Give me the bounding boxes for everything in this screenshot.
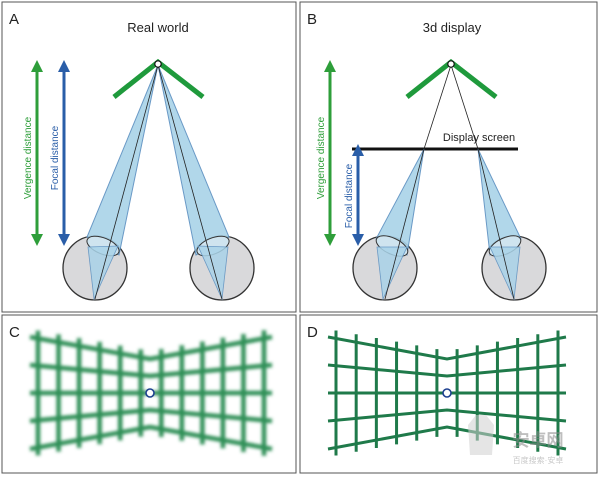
right-sight-line-b	[477, 148, 515, 300]
grid-horizontal-line	[327, 408, 567, 423]
watermark-subtext: 百度搜索·安卓	[513, 455, 564, 465]
panel-c-grid	[29, 330, 273, 456]
right-light-cone	[157, 64, 230, 256]
target-point	[154, 60, 162, 68]
android-logo-icon	[468, 415, 494, 455]
watermark-text: 安卓网	[513, 430, 564, 450]
panel-b-frame	[299, 1, 598, 313]
right-inner-cone-b	[489, 246, 521, 301]
right-sight-line	[157, 64, 223, 300]
right-virtual-line	[450, 64, 479, 150]
blurred-grid-lines	[29, 330, 273, 456]
panel-c-letter: C	[9, 324, 20, 341]
vergence-distance-label-b: Vergence distance	[316, 116, 327, 199]
grid-horizontal-line	[29, 424, 273, 452]
panel-d-letter: D	[307, 324, 318, 341]
left-sight-line-b	[384, 148, 425, 300]
panel-b-title: 3d display	[423, 20, 482, 35]
panel-b-diagram: Display screen Vergence distance Focal d…	[316, 58, 547, 301]
panel-d-frame	[299, 314, 598, 474]
left-light-cone	[86, 64, 159, 256]
sharp-grid-lines	[327, 330, 567, 456]
left-sight-line	[94, 64, 159, 300]
grid-horizontal-line	[29, 334, 273, 362]
grid-horizontal-line	[327, 363, 567, 378]
panel-a-letter: A	[9, 11, 19, 28]
grid-horizontal-line	[327, 335, 567, 361]
display-screen-label: Display screen	[443, 132, 515, 144]
panel-a-diagram: Vergence distance Focal distance	[23, 58, 255, 301]
grid-horizontal-line	[327, 425, 567, 451]
grid-horizontal-line	[29, 362, 273, 379]
panel-b-letter: B	[307, 11, 317, 28]
left-virtual-line	[423, 64, 452, 150]
focal-distance-label-b: Focal distance	[344, 163, 355, 228]
right-inner-cone	[197, 245, 229, 301]
left-inner-cone	[87, 245, 119, 301]
fixation-point-c	[145, 388, 155, 398]
panel-a-frame	[1, 1, 297, 313]
focal-distance-label: Focal distance	[50, 125, 61, 190]
panel-c-frame	[1, 314, 297, 474]
panel-a-title: Real world	[127, 20, 188, 35]
target-point-b	[447, 60, 455, 68]
panel-d-grid	[327, 330, 567, 456]
fixation-point-d	[442, 388, 452, 398]
watermark: 安卓网 百度搜索·安卓	[468, 415, 564, 465]
vergence-distance-label: Vergence distance	[23, 116, 34, 199]
grid-horizontal-line	[29, 407, 273, 424]
